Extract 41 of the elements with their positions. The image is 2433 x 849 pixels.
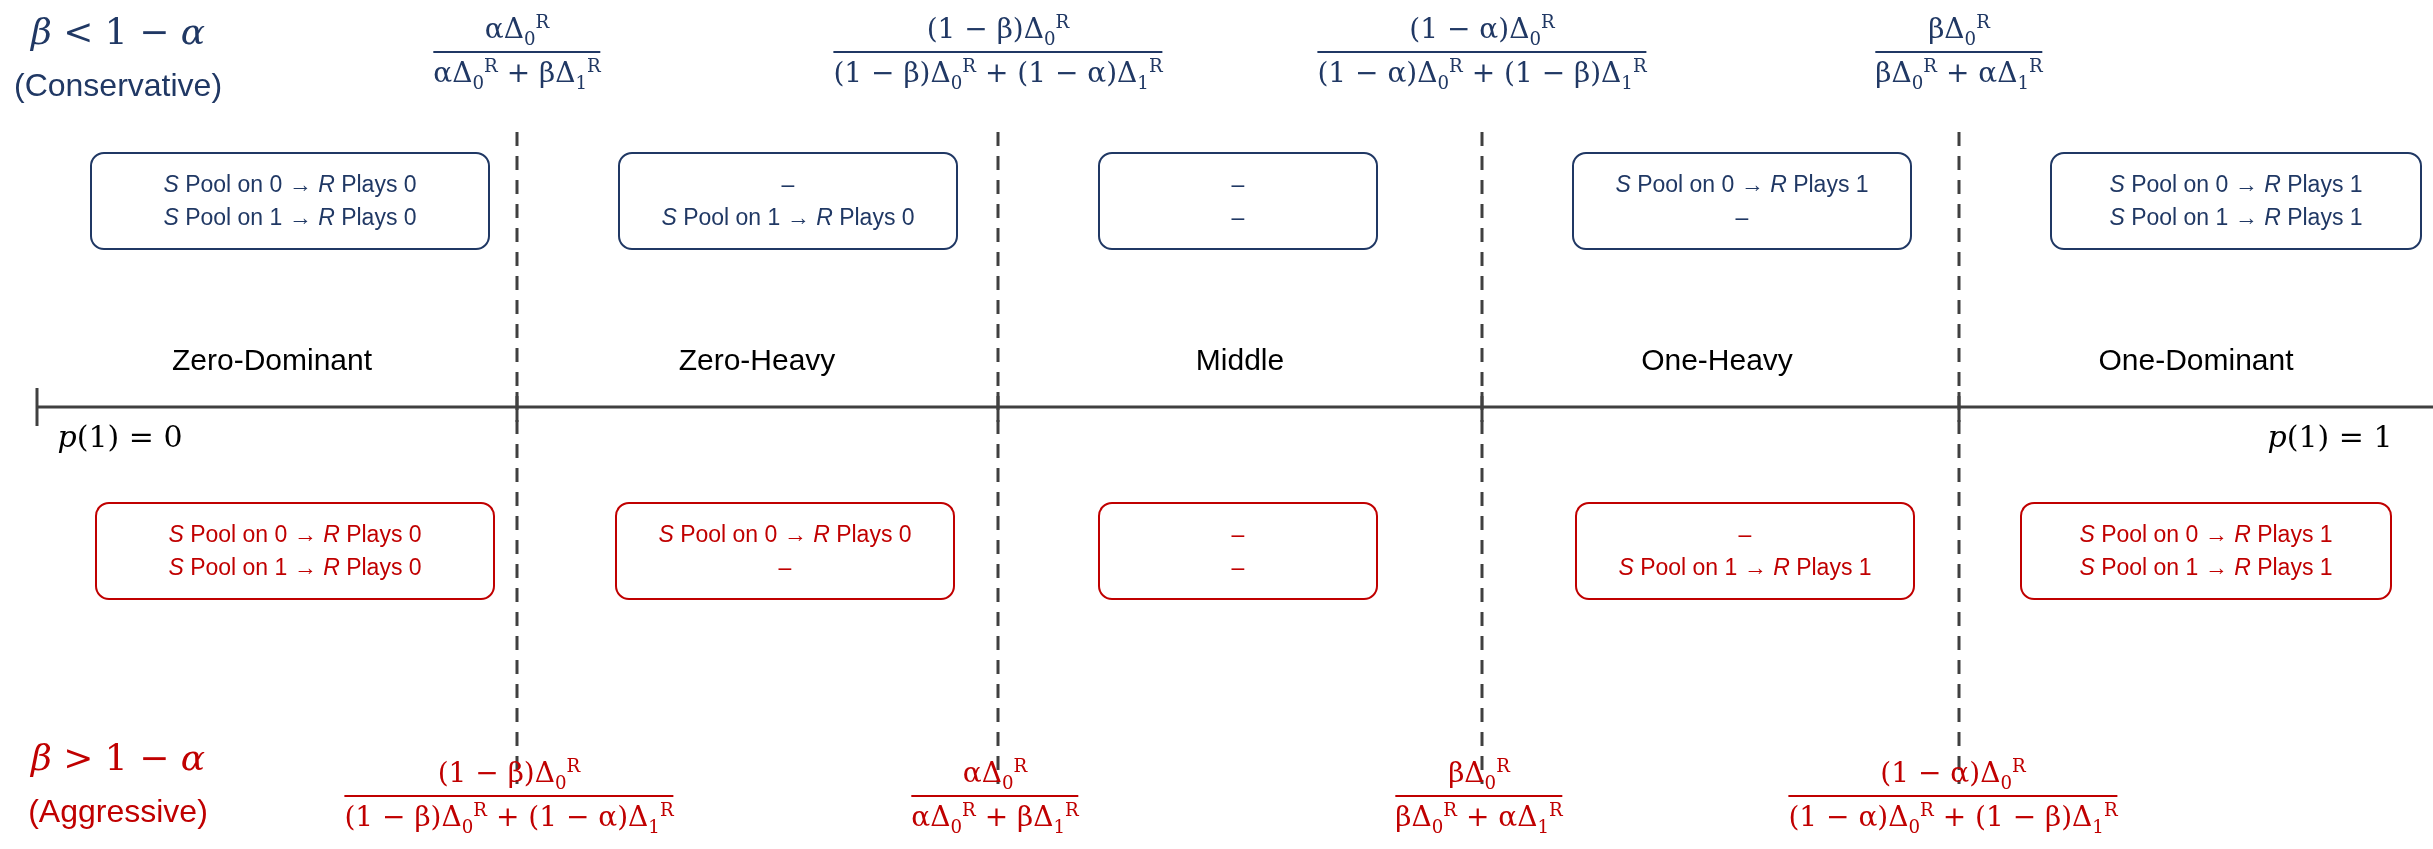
- outcome-text: –: [1231, 203, 1245, 232]
- outcome-text: –: [1231, 553, 1245, 582]
- region-label: Middle: [1195, 343, 1285, 376]
- outcome-box: [1575, 502, 1915, 600]
- outcome-text: S Pool on 1 → R Plays 0: [661, 203, 915, 232]
- axis-end-label: p(1) = 0: [57, 420, 183, 453]
- outcome-box: [1098, 502, 1378, 600]
- outcome-box: [1098, 152, 1378, 250]
- outcome-box: [618, 152, 958, 250]
- outcome-text: S Pool on 1 → R Plays 0: [163, 203, 417, 232]
- condition-label: β > 1 − α: [30, 738, 206, 778]
- outcome-text: –: [1735, 203, 1749, 232]
- outcome-text: –: [1231, 169, 1245, 199]
- outcome-text: –: [1231, 519, 1245, 549]
- regime-label: (Aggressive): [28, 794, 208, 830]
- outcome-text: S Pool on 0 → R Plays 1: [1615, 169, 1869, 199]
- outcome-text: S Pool on 1 → R Plays 0: [168, 553, 422, 582]
- outcome-text: S Pool on 0 → R Plays 1: [2079, 519, 2333, 549]
- condition-label: β < 1 − α: [30, 12, 206, 52]
- outcome-box: [2020, 502, 2392, 600]
- outcome-text: S Pool on 0 → R Plays 0: [658, 519, 912, 549]
- region-label: One-Heavy: [1641, 343, 1793, 376]
- outcome-text: S Pool on 0 → R Plays 1: [2109, 169, 2363, 199]
- axis-end-label: p(1) = 1: [2267, 420, 2393, 453]
- outcome-text: S Pool on 1 → R Plays 1: [1618, 553, 1872, 582]
- outcome-box: [1572, 152, 1912, 250]
- region-label: Zero-Dominant: [171, 343, 373, 376]
- region-label: One-Dominant: [2098, 343, 2294, 376]
- outcome-box: [615, 502, 955, 600]
- outcome-box: [2050, 152, 2422, 250]
- outcome-box: [95, 502, 495, 600]
- outcome-text: –: [781, 169, 795, 199]
- outcome-text: S Pool on 0 → R Plays 0: [163, 169, 417, 199]
- outcome-text: –: [1738, 519, 1752, 549]
- outcome-text: S Pool on 0 → R Plays 0: [168, 519, 422, 549]
- outcome-text: –: [778, 553, 792, 582]
- outcome-text: S Pool on 1 → R Plays 1: [2079, 553, 2333, 582]
- regime-label: (Conservative): [13, 68, 223, 104]
- region-label: Zero-Heavy: [678, 343, 836, 376]
- outcome-text: S Pool on 1 → R Plays 1: [2109, 203, 2363, 232]
- outcome-box: [90, 152, 490, 250]
